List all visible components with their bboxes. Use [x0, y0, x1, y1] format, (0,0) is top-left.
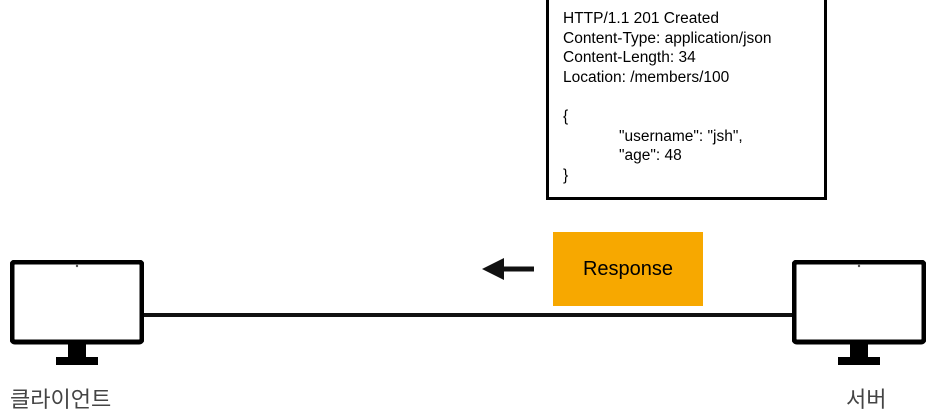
- body-close-brace: }: [563, 166, 569, 184]
- body-username-line: "username": "jsh",: [619, 127, 743, 145]
- header-location: Location: /members/100: [563, 68, 730, 86]
- network-connection-line: [140, 313, 797, 317]
- header-body-separator: [563, 87, 824, 107]
- response-badge-label: Response: [582, 257, 674, 280]
- status-line: HTTP/1.1 201 Created: [563, 10, 719, 27]
- arrow-left-icon: [482, 258, 534, 280]
- body-age-line: "age": 48: [619, 147, 682, 165]
- server-label: 서버: [846, 388, 887, 413]
- server-monitor-icon: [792, 260, 926, 365]
- header-content-type: Content-Type: application/json: [563, 29, 772, 47]
- http-response-message: HTTP/1.1 201 Created Content-Type: appli…: [546, 0, 827, 200]
- response-badge: Response: [553, 232, 703, 306]
- client-label: 클라이언트: [10, 388, 112, 413]
- header-content-length: Content-Length: 34: [563, 49, 696, 67]
- body-open-brace: {: [563, 107, 569, 125]
- client-monitor-icon: [10, 260, 144, 365]
